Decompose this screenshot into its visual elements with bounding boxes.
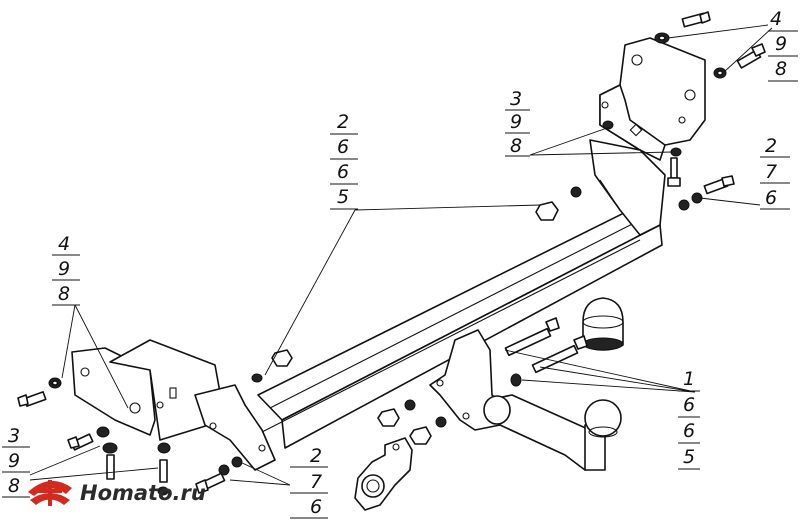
- socket-plate: [354, 437, 413, 511]
- callout-number: 2: [310, 445, 322, 467]
- callout-number: 4: [58, 233, 70, 255]
- watermark-text: Homato.ru: [80, 481, 206, 505]
- callout-number: 5: [683, 446, 695, 468]
- callout-top-right: 4 9 8: [768, 8, 798, 82]
- left-bracket: [71, 339, 276, 471]
- callout-bottom-left: 3 9 8: [2, 425, 30, 498]
- callout-number: 3: [8, 425, 20, 447]
- fasteners: [17, 11, 766, 496]
- callout-number: 9: [58, 258, 70, 280]
- callout-right-middle: 2 7 6: [760, 135, 790, 210]
- callout-number: 4: [770, 8, 782, 30]
- callout-number: 6: [337, 136, 349, 158]
- callout-number: 6: [683, 420, 695, 442]
- callout-number: 8: [775, 58, 787, 80]
- callout-center: 2 6 6 5: [330, 111, 358, 210]
- callout-number: 9: [775, 33, 787, 55]
- callout-left: 4 9 8: [52, 233, 80, 306]
- callout-number: 6: [683, 394, 695, 416]
- callout-number: 7: [310, 471, 322, 493]
- callout-bottom-center: 2 7 6: [290, 445, 328, 519]
- right-bracket: [589, 37, 706, 236]
- callout-number: 6: [337, 161, 349, 183]
- callout-number: 8: [58, 283, 70, 305]
- callout-number: 9: [8, 450, 20, 472]
- callout-number: 6: [765, 187, 777, 209]
- leader-lines: [29, 24, 773, 486]
- callout-number: 2: [337, 111, 349, 133]
- ball-cap: [582, 297, 624, 351]
- callout-bottom-right: 1 6 6 5: [678, 368, 700, 470]
- callout-upper-middle: 3 9 8: [505, 88, 530, 157]
- callout-number: 2: [765, 135, 777, 157]
- watermark-logo: Homato.ru: [28, 480, 206, 506]
- callout-number: 7: [765, 161, 777, 183]
- callout-number: 8: [8, 475, 20, 497]
- callout-number: 9: [510, 111, 522, 133]
- ball-arm: [483, 394, 622, 471]
- callout-number: 1: [683, 368, 695, 390]
- callout-number: 8: [510, 135, 522, 157]
- callout-number: 5: [337, 186, 349, 208]
- callout-number: 6: [310, 496, 322, 518]
- callout-number: 3: [510, 88, 522, 110]
